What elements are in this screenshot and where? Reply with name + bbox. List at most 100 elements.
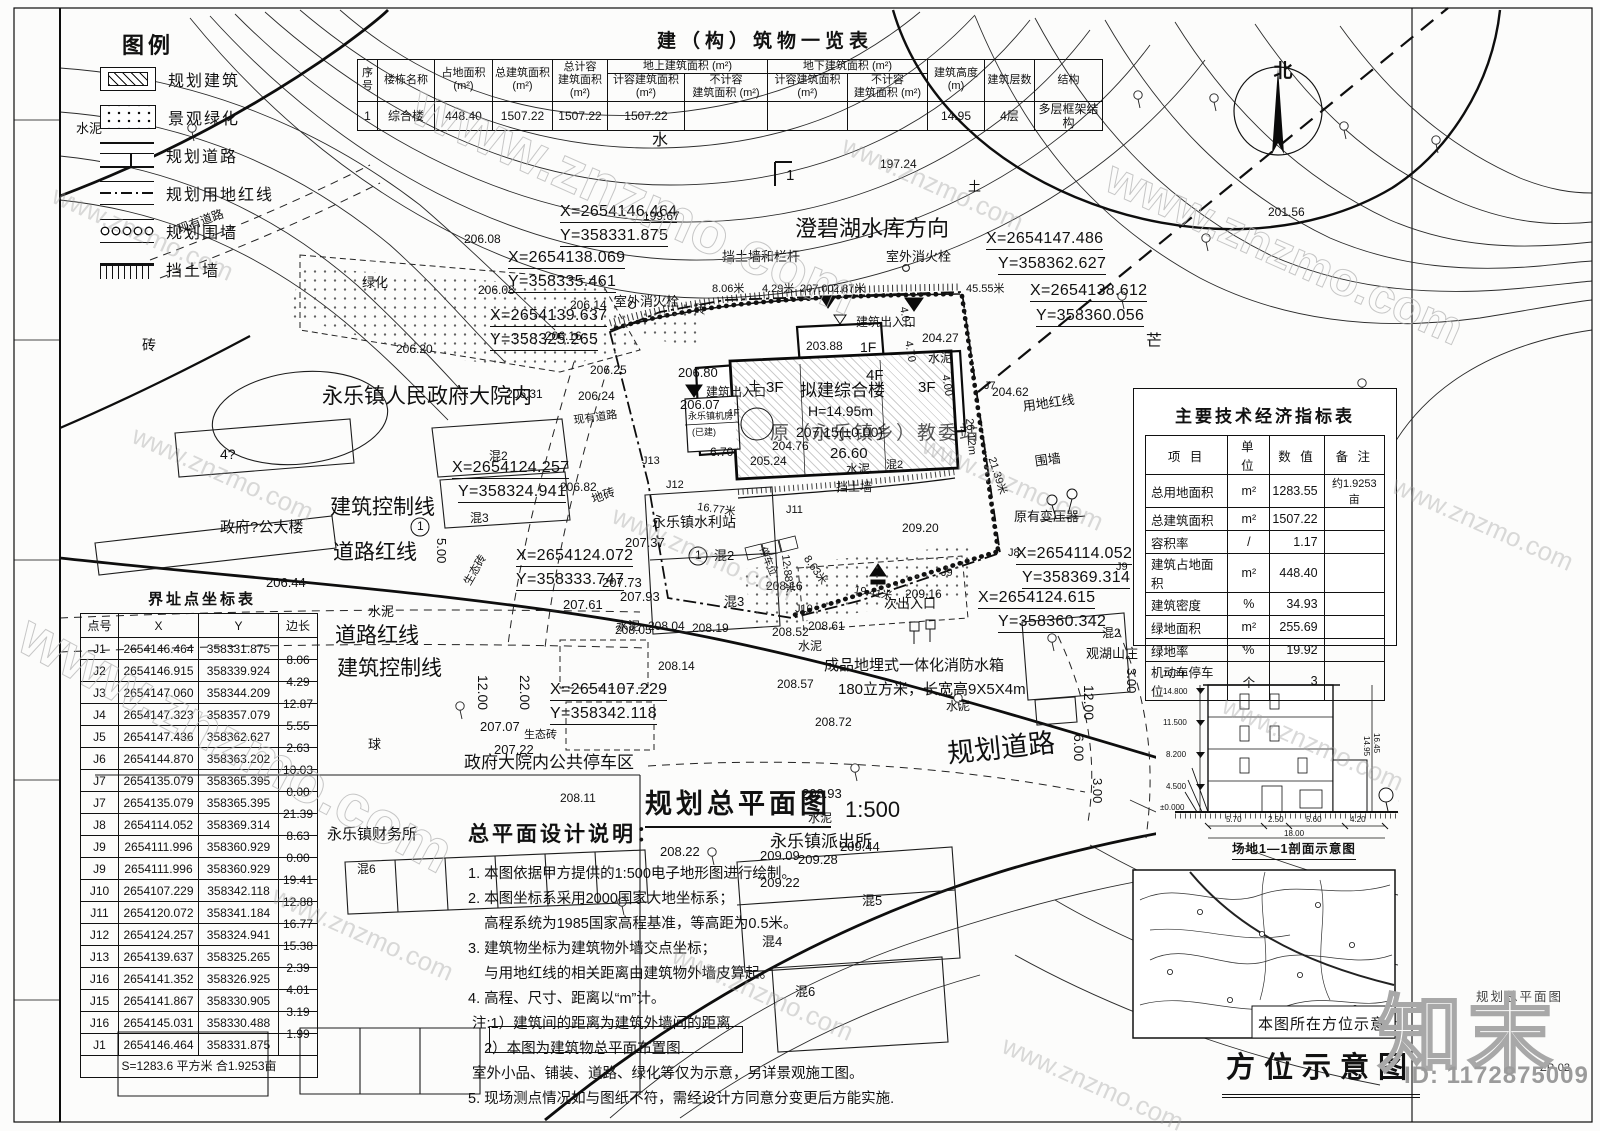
plan-label: 206.24 (578, 389, 615, 403)
ind-unit: / (1227, 530, 1271, 554)
edge-length: 10.03 (278, 747, 318, 777)
plan-label: Y=358324.941 (458, 483, 567, 503)
plan-label: Y=358325.265 (490, 331, 599, 351)
point-x: 2654147.323 (118, 703, 199, 726)
plan-label: 1F (728, 408, 740, 419)
plan-label: 14.800 (1163, 687, 1188, 696)
point-id: J5 (80, 725, 119, 748)
plan-label: Y=358333.747 (516, 571, 625, 591)
plan-label: 水泥 (616, 619, 641, 633)
point-y: 358363.202 (198, 747, 279, 770)
plan-label: 水泥 (368, 604, 395, 619)
coords-row: J12 2654124.257 358324.941 15.38 (80, 923, 318, 953)
tree-markers (187, 90, 1441, 916)
plan-label: 挡土墙 (836, 480, 873, 494)
plan-label: 规划道路 (945, 727, 1057, 769)
design-notes: 总平面设计说明： 1. 本图依据甲方提供的1:500电子地形图进行绘制。2. 本… (468, 818, 1008, 1112)
ind-remark (1323, 615, 1386, 639)
legend-symbol-icon (100, 142, 154, 168)
coords-row: J7 2654135.079 358365.395 21.39 (80, 791, 318, 821)
plan-label: 208.52 (772, 625, 809, 639)
plan-label: 永乐镇机房 (688, 411, 734, 421)
plan-label: 混3 (470, 511, 489, 525)
indicator-row: 绿地率 % 19.92 (1144, 638, 1386, 662)
indicator-row: 机动车停车位 个 3 (1144, 661, 1386, 701)
cell-floors: 4层 (984, 100, 1035, 132)
point-x: 2654135.079 (118, 769, 199, 792)
edge-length: 12.88 (278, 879, 318, 909)
plan-label: J9 (941, 567, 953, 579)
plan-label: 206.25 (590, 363, 627, 377)
plan-label: 207.07 (480, 719, 520, 734)
plan-label: X=2654107.229 (550, 681, 668, 701)
plan-label: 208.22 (660, 844, 700, 859)
plan-label: 土 (748, 379, 762, 394)
plan-label: 永乐镇财务所 (327, 826, 418, 843)
point-id: J16 (80, 967, 119, 990)
coords-row: J9 2654111.996 358360.929 0.00 (80, 835, 318, 865)
point-y: 358365.395 (198, 791, 279, 814)
plan-label: 2.50 (1268, 815, 1284, 824)
note-line: 2）本图为建筑物总平面布置图. (468, 1041, 685, 1057)
coords-col-edge: 边长 (278, 613, 318, 638)
point-id: J6 (80, 747, 119, 770)
indicator-row: 绿地面积 m² 255.69 (1144, 615, 1386, 639)
plan-label: 混2 (489, 449, 508, 463)
plan-label: 混6 (795, 984, 816, 999)
plan-label: 次出入口 (884, 596, 937, 611)
ind-unit: % (1227, 638, 1271, 662)
col-above: 地上建筑面积 (m²) (607, 58, 768, 75)
plan-label: 4? (220, 446, 236, 462)
plan-label: 208.05 (615, 623, 652, 637)
north-arrow: 北 (1228, 56, 1338, 216)
legend-item: 挡土墙 (100, 250, 274, 288)
legend-item: 规划用地红线 (100, 174, 274, 212)
edge-length: 3.19 (278, 989, 318, 1019)
plan-label: 206.44 (266, 575, 306, 590)
point-id: J4 (80, 703, 119, 726)
plan-label: 水 (652, 132, 669, 149)
coords-row: J8 2654114.052 358369.314 8.63 (80, 813, 318, 843)
plan-label: 生态砖 (524, 729, 557, 741)
plan-label: 206.80 (678, 365, 718, 380)
point-y: 358357.079 (198, 703, 279, 726)
plan-label: 206.31 (506, 387, 543, 401)
plan-label: 原（永乐镇乡）教委站 (770, 423, 981, 444)
plan-label: 208.16 (766, 579, 803, 593)
plan-label: 室外消火栓 (614, 294, 680, 309)
plan-label: 原有变压器 (1014, 509, 1080, 524)
plan-label: 5.60 (1306, 815, 1322, 824)
plan-label: (已建) (692, 427, 716, 437)
plan-label: 206.08 (478, 283, 515, 297)
plan-label: 208.11 (560, 791, 596, 805)
plan-label: 1 (695, 548, 702, 562)
plan-label: 207.61 (563, 597, 603, 612)
note-highlight-box (489, 1026, 743, 1053)
plan-label: 206.07 (680, 397, 720, 412)
plan-label: 4.500 (1166, 782, 1187, 791)
ind-col-unit: 单 位 (1227, 435, 1271, 475)
edge-length (278, 1033, 318, 1056)
plan-label: 11.500 (1163, 718, 1187, 727)
note-line: 4. 高程、尺寸、距离以“m”计。 (468, 991, 666, 1007)
note-line: 5. 现场测点情况如与图纸不符，需经设计方同意分变更后方能实施. (468, 1091, 895, 1107)
point-x: 2654139.637 (118, 945, 199, 968)
ind-value: 255.69 (1269, 615, 1325, 639)
plan-label: 砖 (142, 337, 156, 353)
plan-label: Y=358335.461 (508, 273, 617, 293)
note-line: 1. 本图依据甲方提供的1:500电子地形图进行绘制。 (468, 866, 796, 882)
plan-label: 观湖山庄 (1086, 646, 1139, 661)
plan-label: 8.200 (1166, 750, 1187, 759)
edge-length: 4.01 (278, 967, 318, 997)
ind-remark (1323, 638, 1386, 662)
edge-length: 0.00 (278, 769, 318, 799)
plan-label: Y=358331.875 (560, 227, 669, 247)
edge-length: 15.38 (278, 923, 318, 953)
ind-item: 总用地面积 (1144, 474, 1229, 508)
plan-label: 球 (368, 737, 382, 752)
plan-label: 芒 (1146, 333, 1163, 350)
cell-seq: 1 (357, 100, 378, 132)
cell-name: 综合楼 (377, 100, 435, 132)
plan-label: 6.00 (1071, 734, 1087, 762)
plan-label: 21.39米 (985, 455, 1009, 497)
